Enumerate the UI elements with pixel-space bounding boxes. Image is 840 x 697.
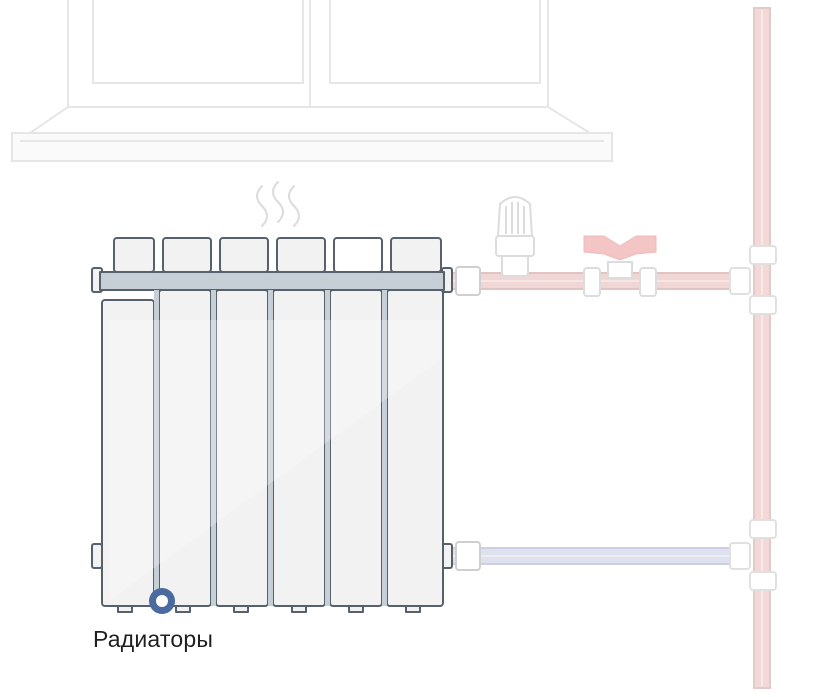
lower-tee-fitting [729, 519, 777, 591]
heat-waves-icon [256, 181, 300, 227]
radiator [91, 237, 453, 613]
ball-valve-icon [583, 235, 657, 297]
radiator-section [215, 237, 269, 613]
thermostatic-valve-icon [495, 196, 535, 277]
radiator-section [386, 237, 444, 613]
upper-tee-fitting [729, 245, 777, 315]
radiator-label: Радиаторы [93, 626, 214, 652]
riser-pipe [753, 7, 771, 689]
radiator-connectors [455, 266, 481, 571]
location-marker-icon [149, 588, 175, 614]
return-pipe [447, 547, 749, 565]
window [11, 0, 613, 162]
glass-reflection [110, 320, 440, 600]
